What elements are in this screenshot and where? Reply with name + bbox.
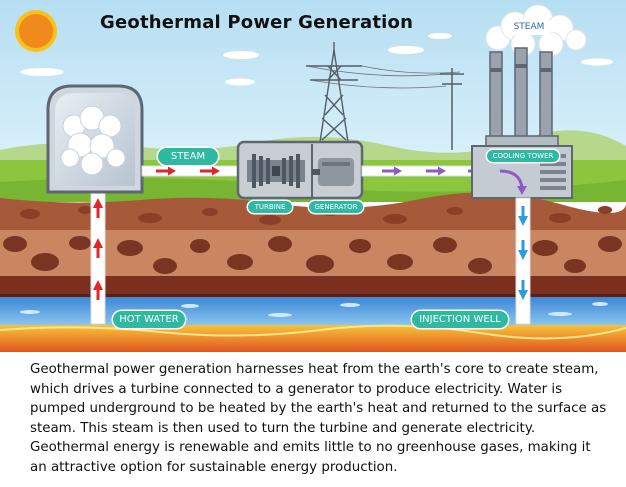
generator-icon [312,158,354,186]
generator-label: GENERATOR [309,201,363,213]
power-pylon [306,42,362,143]
turbine-generator-housing [236,140,364,200]
steam-top-label: STEAM [506,19,552,35]
injection-well [515,197,531,325]
sun-icon [15,10,57,52]
diagram-illustration [0,0,626,352]
utility-pole [440,68,464,150]
steam-dome [46,84,144,194]
geothermal-diagram: Geothermal Power Generation STEAM STEAM … [0,0,626,352]
hot-water-label: HOT WATER [113,311,185,328]
injection-well-label: INJECTION WELL [412,311,508,328]
description-text: Geothermal power generation harnesses he… [30,362,607,475]
steam-label: STEAM [158,148,218,165]
power-lines [305,65,461,89]
page-title: Geothermal Power Generation [100,12,414,33]
turbine-label: TURBINE [248,201,292,213]
cloud-icon [20,33,613,86]
steam-pipe [141,165,239,177]
turbine-icon [247,154,305,188]
dark-layer [0,276,626,298]
production-well [90,177,106,325]
cooling-tower-label: COOLING TOWER [487,150,559,162]
cooling-tower-plant [471,4,587,199]
